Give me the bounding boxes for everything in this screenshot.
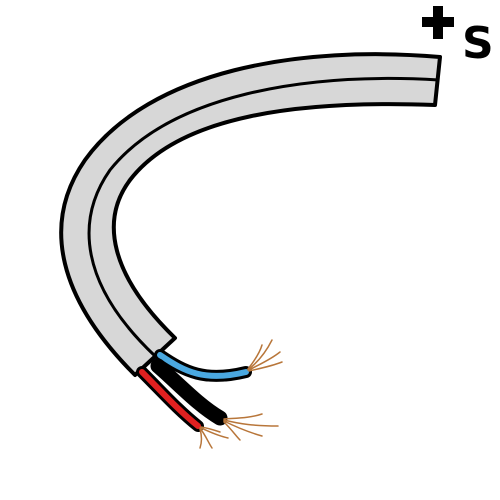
plus-icon (422, 6, 454, 39)
cable-seam (87, 77, 440, 358)
black-wire (150, 358, 228, 426)
blue-wire-copper-strands (247, 339, 283, 372)
badge-letter: S (462, 18, 494, 69)
red-wire-copper-strands (199, 426, 229, 449)
black-wire-copper-strands (223, 413, 279, 441)
blue-wire-insulation (157, 352, 249, 379)
cable-sheath (59, 52, 442, 377)
red-wire-insulation (139, 369, 201, 429)
